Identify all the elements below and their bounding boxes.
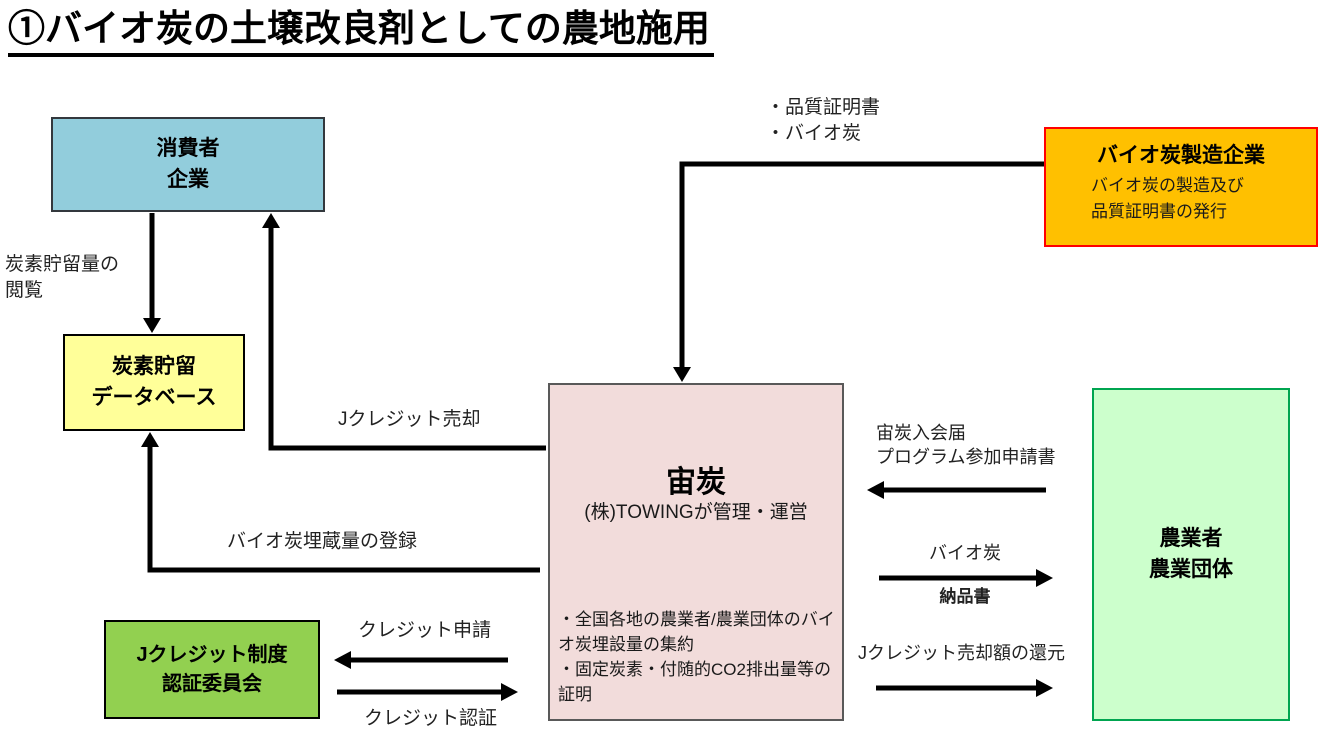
edge-label-delivery-note: 納品書	[939, 587, 991, 606]
node-carbon-storage-database: 炭素貯留 データベース	[63, 334, 245, 431]
node-consumer-company: 消費者 企業	[51, 117, 325, 212]
node-jcredit-committee: Jクレジット制度 認証委員会	[104, 620, 320, 719]
edge-label-credit-cert: クレジット認証	[364, 708, 498, 729]
edge-label-join-request: 宙炭入会届 プログラム参加申請書	[876, 423, 1056, 468]
maker-title: バイオ炭製造企業	[1097, 144, 1265, 167]
page-title: ①バイオ炭の土壌改良剤としての農地施用	[8, 6, 714, 58]
node-farmers-group: 農業者 農業団体	[1092, 388, 1290, 721]
arrow-soratan-to-jcredit	[334, 651, 508, 669]
arrow-consumer-to-database	[143, 213, 161, 333]
arrow-farmer-to-soratan	[867, 481, 1046, 499]
edge-label-quality-cert: ・品質証明書 ・バイオ炭	[766, 97, 881, 144]
edge-label-jcredit-sale: Jクレジット売却	[338, 409, 481, 430]
edge-label-biochar: バイオ炭	[929, 543, 1001, 563]
arrow-jcredit-to-soratan	[337, 683, 518, 701]
edge-label-refund: Jクレジット売却額の還元	[858, 643, 1065, 663]
edge-label-biochar-register: バイオ炭埋蔵量の登録	[227, 531, 418, 552]
soratan-title: 宙炭	[666, 466, 726, 499]
edge-label-credit-apply: クレジット申請	[358, 620, 492, 641]
node-soratan: 宙炭 (株)TOWINGが管理・運営 ・全国各地の農業者/農業団体のバイオ炭埋設…	[548, 383, 844, 721]
maker-subtitle: バイオ炭の製造及び 品質証明書の発行	[1091, 176, 1244, 221]
soratan-subtitle: (株)TOWINGが管理・運営	[584, 502, 808, 523]
node-biochar-maker: バイオ炭製造企業 バイオ炭の製造及び 品質証明書の発行	[1044, 127, 1318, 247]
soratan-bullets: ・全国各地の農業者/農業団体のバイオ炭埋設量の集約 ・固定炭素・付随的CO2排出…	[558, 610, 835, 705]
arrow-maker-to-soratan	[673, 161, 1044, 382]
arrow-soratan-to-farmer-biochar	[879, 569, 1053, 587]
edge-label-carbon-view: 炭素貯留量の 閲覧	[5, 254, 120, 301]
arrow-soratan-to-farmer-refund	[876, 679, 1053, 697]
